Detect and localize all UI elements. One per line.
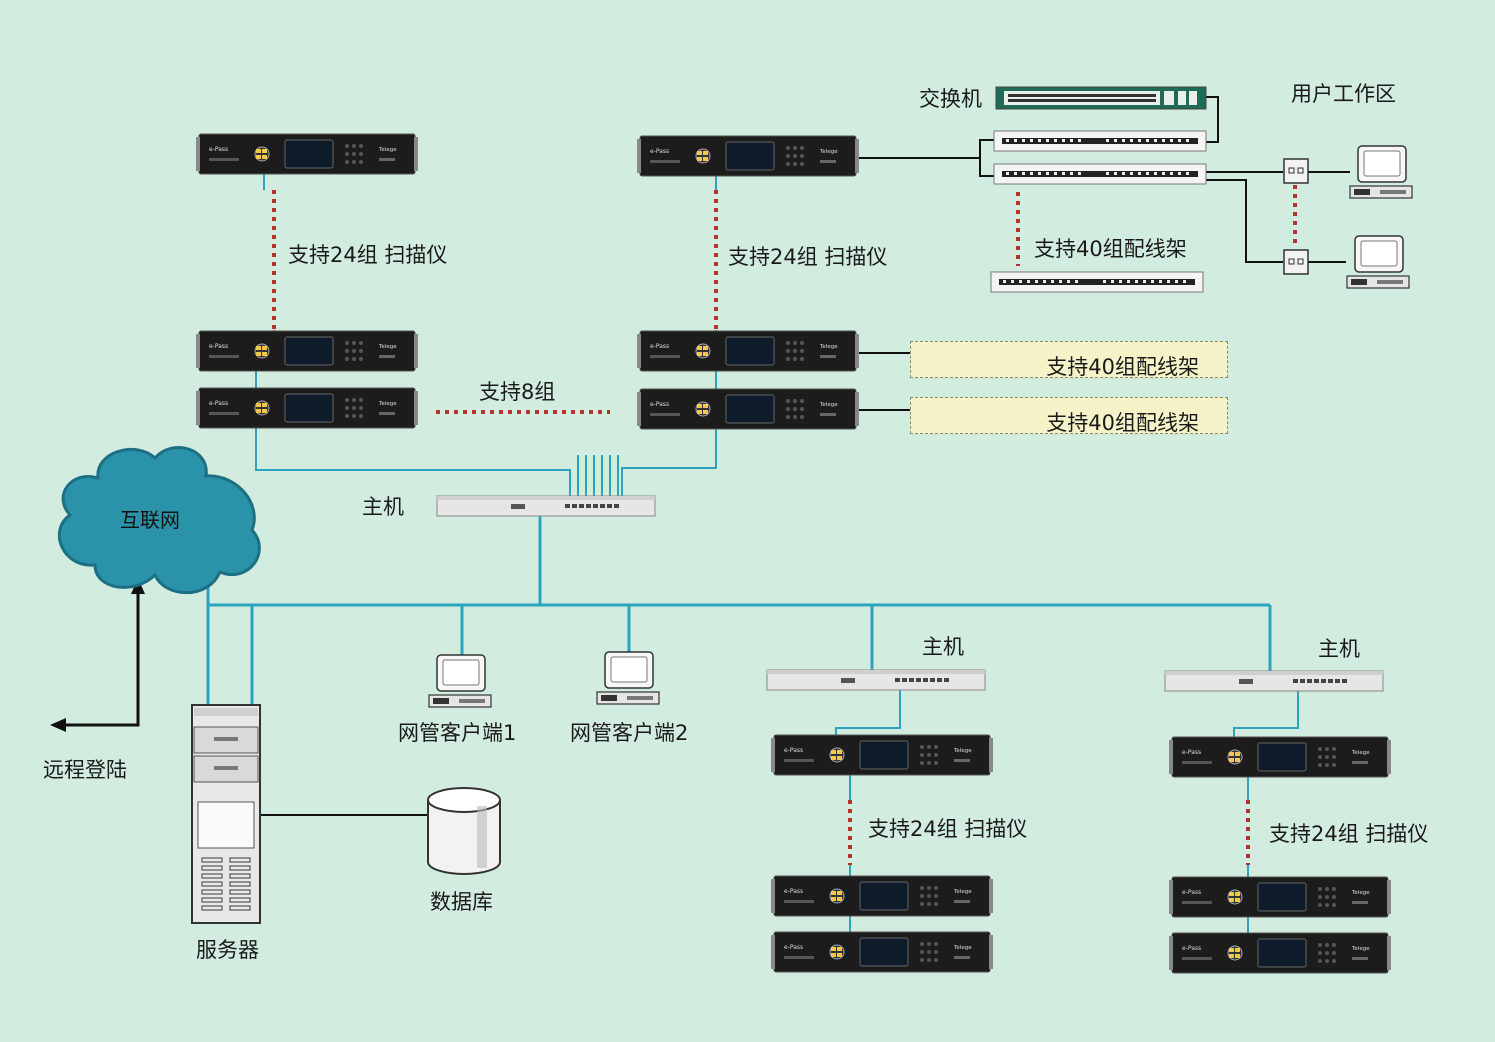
scanner-device xyxy=(195,330,419,372)
scanner-device xyxy=(1168,876,1392,918)
switch-label: 交换机 xyxy=(919,87,982,111)
host-device xyxy=(1164,670,1384,692)
remote-login-arrows xyxy=(50,578,145,732)
database-label: 数据库 xyxy=(430,890,493,914)
scanner-device xyxy=(770,931,994,973)
patch-links xyxy=(258,96,1350,816)
scanner-device xyxy=(770,734,994,776)
patch-capacity-label: 支持40组配线架 xyxy=(1046,355,1199,379)
scanner-device xyxy=(636,135,860,177)
scanner-capacity-label: 支持24组 扫描仪 xyxy=(868,817,1028,841)
internet-label: 互联网 xyxy=(120,508,180,532)
host-label: 主机 xyxy=(922,635,964,659)
scanner-device xyxy=(1168,736,1392,778)
host-device xyxy=(436,495,656,517)
patch-panel-box: 支持40组配线架 xyxy=(910,397,1228,435)
host-label: 主机 xyxy=(362,495,404,519)
dotted-links xyxy=(272,185,1297,865)
host-device xyxy=(766,669,986,691)
database-cylinder xyxy=(427,787,501,875)
group-capacity-label: 支持8组 xyxy=(479,380,556,404)
patch-panel xyxy=(990,271,1204,293)
scanner-capacity-label: 支持24组 扫描仪 xyxy=(288,243,448,267)
host-label: 主机 xyxy=(1318,637,1360,661)
client-label: 网管客户端1 xyxy=(398,721,517,745)
internet-cloud xyxy=(57,446,261,595)
network-links xyxy=(206,512,1272,705)
client-pc xyxy=(428,654,492,708)
patch-panel-box: 支持40组配线架 xyxy=(910,341,1228,379)
client-pc xyxy=(596,651,660,705)
workstation-pc xyxy=(1346,235,1410,289)
scanner-device xyxy=(770,875,994,917)
remote-login-label: 远程登陆 xyxy=(43,758,127,782)
scanner-device xyxy=(195,133,419,175)
scanner-device xyxy=(636,388,860,430)
patch-panel xyxy=(993,163,1207,185)
scanner-capacity-label: 支持24组 扫描仪 xyxy=(1269,822,1429,846)
scanner-device xyxy=(1168,932,1392,974)
user-area-label: 用户工作区 xyxy=(1291,82,1396,106)
server-tower xyxy=(191,704,261,924)
scanner-device xyxy=(636,330,860,372)
patch-capacity-label: 支持40组配线架 xyxy=(1034,237,1187,261)
wall-socket xyxy=(1283,158,1309,275)
client-label: 网管客户端2 xyxy=(570,721,689,745)
patch-capacity-label: 支持40组配线架 xyxy=(1046,411,1199,435)
switch-device xyxy=(995,86,1207,110)
scanner-device xyxy=(195,387,419,429)
workstation-pc xyxy=(1349,145,1413,199)
patch-panel xyxy=(993,130,1207,152)
server-label: 服务器 xyxy=(196,938,259,962)
scanner-capacity-label: 支持24组 扫描仪 xyxy=(728,245,888,269)
